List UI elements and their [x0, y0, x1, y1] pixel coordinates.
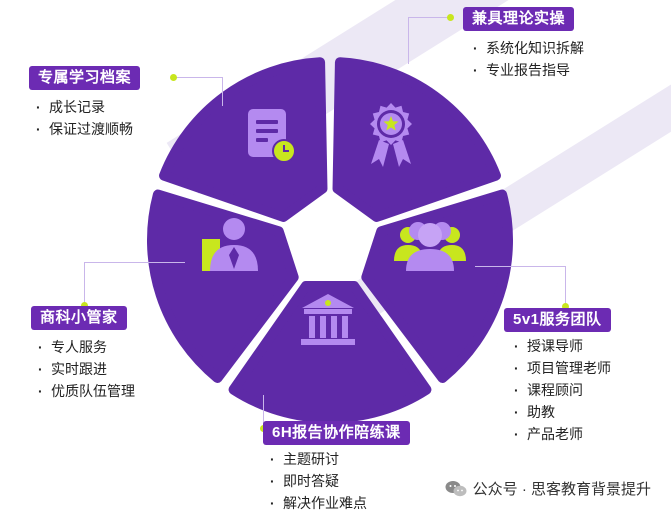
list-item: 助教 [514, 401, 611, 423]
connector-line [172, 77, 223, 106]
award-ribbon-icon [370, 103, 412, 167]
segment-title-report-course: 6H报告协作陪练课 [263, 421, 410, 445]
document-clock-icon [248, 109, 296, 163]
segment-theory-practice [332, 57, 501, 222]
connector-dot [562, 303, 569, 310]
list-item: 产品老师 [514, 423, 611, 445]
list-item: 主题研讨 [270, 448, 367, 470]
team-group-icon [394, 222, 466, 271]
connector-line [263, 395, 266, 428]
segment-report-course [228, 281, 432, 423]
segment-title-theory-practice: 兼具理论实操 [463, 7, 575, 31]
institution-building-icon [301, 294, 355, 345]
connector-dot [81, 302, 88, 309]
list-item: 专人服务 [38, 336, 135, 358]
list-item: 课程顾问 [514, 379, 611, 401]
segment-items-service-team: 授课导师 项目管理老师 课程顾问 助教 产品老师 [514, 335, 611, 445]
connector-dot [447, 14, 454, 21]
list-item: 项目管理老师 [514, 357, 611, 379]
list-item: 优质队伍管理 [38, 380, 135, 402]
segment-items-business-steward: 专人服务 实时跟进 优质队伍管理 [38, 336, 135, 402]
watermark: 公众号 · 思客教育背景提升 [445, 478, 651, 499]
segment-items-report-course: 主题研讨 即时答疑 解决作业难点 [270, 448, 367, 514]
connector-dot [170, 74, 177, 81]
list-item: 系统化知识拆解 [473, 37, 584, 59]
segment-title-service-team: 5v1服务团队 [504, 308, 611, 332]
segment-title-business-steward: 商科小管家 [31, 306, 127, 330]
segment-service-team [361, 189, 513, 383]
segment-business-steward [147, 189, 299, 383]
list-item: 授课导师 [514, 335, 611, 357]
list-item: 专业报告指导 [473, 59, 584, 81]
wechat-icon [445, 480, 467, 496]
list-item: 保证过渡顺畅 [36, 118, 133, 140]
connector-line [475, 266, 566, 307]
segment-learning-file [159, 57, 328, 222]
list-item: 解决作业难点 [270, 492, 367, 514]
segment-items-theory-practice: 系统化知识拆解 专业报告指导 [473, 37, 584, 81]
list-item: 实时跟进 [38, 358, 135, 380]
list-item: 即时答疑 [270, 470, 367, 492]
connector-line [408, 17, 452, 64]
business-person-icon [202, 218, 258, 271]
watermark-text: 公众号 · 思客教育背景提升 [472, 481, 651, 498]
connector-line [84, 262, 185, 306]
list-item: 成长记录 [36, 96, 133, 118]
segment-items-learning-file: 成长记录 保证过渡顺畅 [36, 96, 133, 140]
segment-title-learning-file: 专属学习档案 [29, 66, 141, 90]
